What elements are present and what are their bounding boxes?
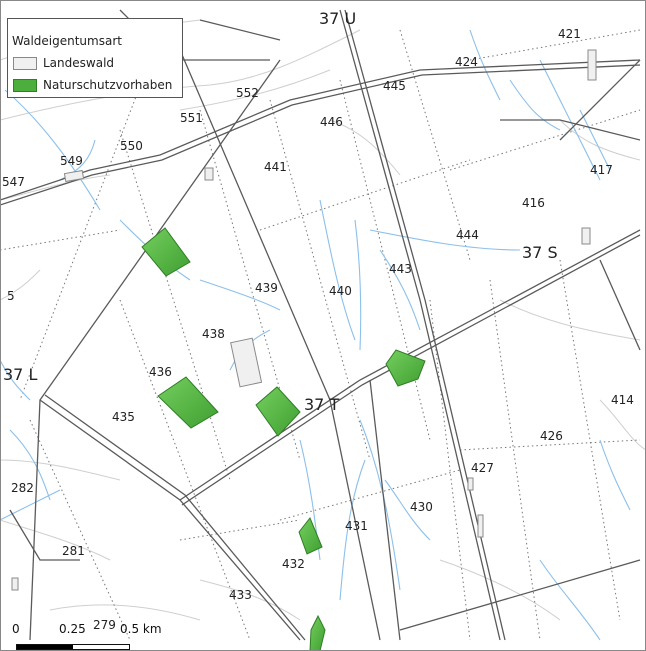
scale-label: 0 — [12, 622, 20, 636]
stand-label: 279 — [93, 618, 116, 632]
forest-patch[interactable] — [298, 517, 323, 555]
stand-label: 432 — [282, 557, 305, 571]
stand-label: 430 — [410, 500, 433, 514]
scale-segment — [17, 645, 73, 649]
legend-item-naturschutzvorhaben: Naturschutzvorhaben — [13, 77, 172, 93]
section-label: 37 T — [304, 395, 339, 414]
stand-label: 414 — [611, 393, 634, 407]
stand-label: 444 — [456, 228, 479, 242]
legend-item-landeswald: Landeswald — [13, 55, 114, 71]
small-parcels — [11, 49, 597, 591]
stand-label: 431 — [345, 519, 368, 533]
stand-labels: 421 424 445 446 552 551 550 549 547 441 … — [2, 27, 634, 632]
stand-label: 427 — [471, 461, 494, 475]
forest-patch[interactable] — [157, 376, 219, 429]
nature-conservation-areas — [141, 227, 426, 651]
section-labels: 37 U 37 S 37 L 37 T — [3, 9, 558, 414]
compartment-lines — [0, 29, 641, 641]
stand-label: 417 — [590, 163, 613, 177]
stand-label: 281 — [62, 544, 85, 558]
stand-label: 416 — [522, 196, 545, 210]
scale-bar: 0 0.25 0.5 km — [12, 622, 162, 651]
legend-swatch-naturschutzvorhaben — [13, 78, 37, 92]
stand-label: 547 — [2, 175, 25, 189]
stand-label: 445 — [383, 79, 406, 93]
scale-segment — [73, 645, 129, 649]
stand-label: 436 — [149, 365, 172, 379]
stand-label: 424 — [455, 55, 478, 69]
streams — [0, 29, 631, 641]
section-label: 37 S — [522, 243, 558, 262]
stand-label: 439 — [255, 281, 278, 295]
forest-patch[interactable] — [385, 349, 426, 387]
stand-label: 549 — [60, 154, 83, 168]
stand-label: 440 — [329, 284, 352, 298]
section-label: 37 U — [319, 9, 356, 28]
scale-label: 0.5 km — [120, 622, 162, 636]
forest-patch[interactable] — [309, 614, 326, 651]
legend-swatch-landeswald — [13, 56, 37, 70]
parcel-lines — [0, 19, 646, 621]
stand-label: 552 — [236, 86, 259, 100]
stand-label: 433 — [229, 588, 252, 602]
legend-label: Landeswald — [43, 56, 115, 70]
section-label: 37 L — [3, 365, 37, 384]
stand-label: 441 — [264, 160, 287, 174]
stand-label: 435 — [112, 410, 135, 424]
forest-patch[interactable] — [141, 227, 191, 277]
stand-label: 446 — [320, 115, 343, 129]
stand-label: 5 — [7, 289, 15, 303]
stand-label: 282 — [11, 481, 34, 495]
map-legend: Waldeigentumsart Landeswald Naturschutzv… — [7, 18, 183, 98]
stand-label: 421 — [558, 27, 581, 41]
stand-label: 443 — [389, 262, 412, 276]
stand-label: 550 — [120, 139, 143, 153]
legend-label: Naturschutzvorhaben — [43, 78, 173, 92]
stand-label: 426 — [540, 429, 563, 443]
scale-label: 0.25 — [59, 622, 86, 636]
stand-label: 438 — [202, 327, 225, 341]
legend-title: Waldeigentumsart — [12, 34, 122, 48]
forest-patch[interactable] — [255, 386, 301, 437]
stand-label: 551 — [180, 111, 203, 125]
scale-bar-graphic — [16, 644, 130, 650]
